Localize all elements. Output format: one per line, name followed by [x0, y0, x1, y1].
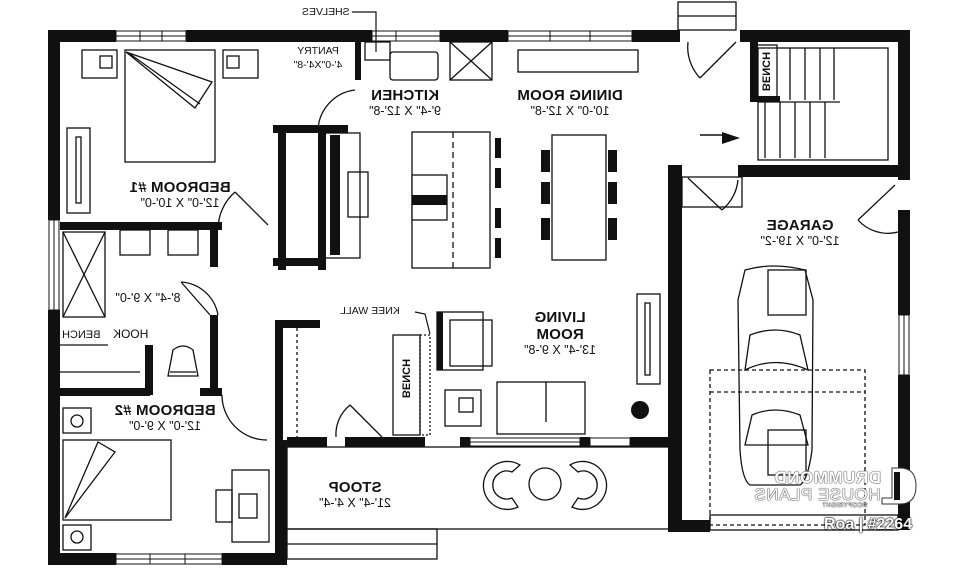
- room-dimensions: 12'-0" X 19'-2": [760, 234, 840, 248]
- room-name: PANTRY: [297, 45, 339, 57]
- room-name: DINING ROOM: [517, 87, 623, 104]
- annotation-hook: HOOK: [113, 327, 149, 341]
- room-name: STOOP: [328, 479, 382, 496]
- room-dimensions: 4'-0"X4'-8": [293, 58, 343, 71]
- annotation-bench-mudroom: BENCH: [62, 329, 101, 341]
- annotation-knee-wall: KNEE WALL: [340, 305, 400, 317]
- brand-logo-icon: [881, 467, 917, 505]
- room-label-stoop: STOOP 21'-4" X 4'-4": [310, 479, 400, 510]
- room-dimensions: 8'-4" X 9'-0": [115, 291, 181, 305]
- room-label-bath: 8'-4" X 9'-0": [108, 290, 188, 305]
- annotation-bench-entry: BENCH: [399, 358, 412, 399]
- room-label-pantry: PANTRY 4'-0"X4'-8": [283, 45, 353, 71]
- room-label-bedroom2: BEDROOM #2 12'-0" X 9'-0": [95, 402, 235, 433]
- room-name: GARAGE: [766, 217, 834, 234]
- room-dimensions: 12'-0" X 9'-0": [129, 419, 202, 433]
- annotation-bench-stair: BENCH: [759, 51, 772, 92]
- room-label-bedroom1: BEDROOM #1 12'-0" X 10'-0": [110, 179, 250, 210]
- plan-id: Roa | #2264: [824, 516, 913, 533]
- room-dimensions: 9'-4" X 12'-8": [369, 104, 442, 118]
- room-dimensions: 12'-0" X 10'-0": [140, 196, 220, 210]
- room-name: BEDROOM #2: [114, 402, 216, 419]
- room-dimensions: 13'-4" X 9'-8": [524, 343, 597, 357]
- room-name-line1: LIVING: [534, 309, 586, 326]
- room-label-kitchen: KITCHEN 9'-4" X 12'-8": [355, 87, 455, 118]
- watermark-brand-line2: HOUSE PLANS: [754, 485, 881, 504]
- room-name: KITCHEN: [370, 87, 440, 104]
- room-label-dining: DINING ROOM 10'-0" X 12'-8": [505, 87, 635, 118]
- watermark-copyright: ©COPYRIGHT: [822, 503, 868, 509]
- room-label-living: LIVING ROOM 13'-4" X 9'-8": [510, 309, 610, 357]
- room-dimensions: 21'-4" X 4'-4": [319, 496, 392, 510]
- room-name: BEDROOM #1: [129, 179, 231, 196]
- room-label-garage: GARAGE 12'-0" X 19'-2": [740, 217, 860, 248]
- room-name-line2: ROOM: [536, 326, 584, 343]
- annotation-shelves: SHELVES: [302, 6, 350, 18]
- room-dimensions: 10'-0" X 12'-8": [530, 104, 610, 118]
